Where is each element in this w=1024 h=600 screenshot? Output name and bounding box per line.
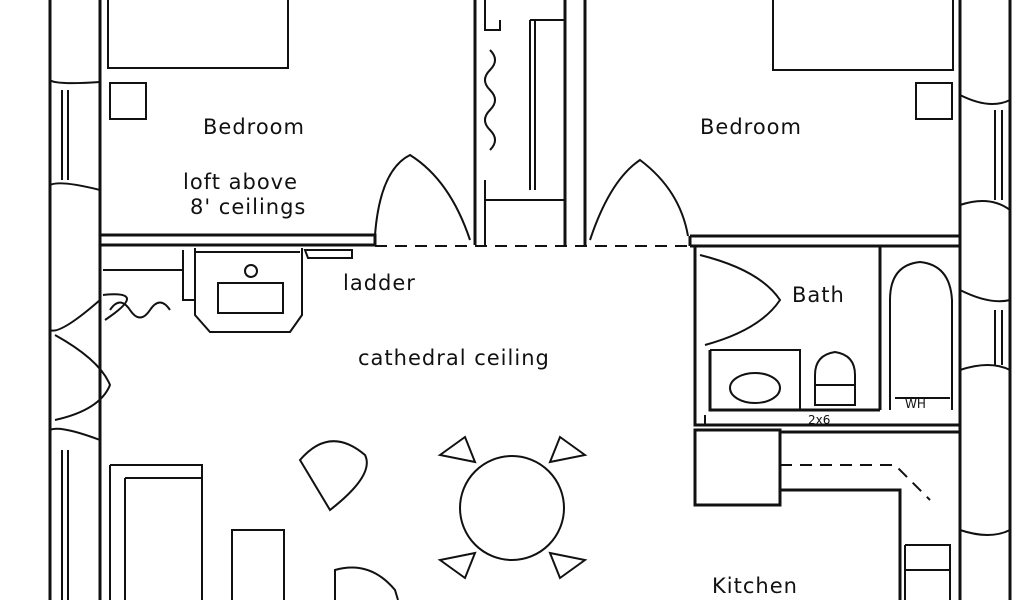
right-exterior-wall: [960, 0, 1010, 600]
bathroom: [695, 246, 960, 425]
door-swing-bath: [700, 255, 780, 345]
label-bedroom-left: Bedroom: [203, 115, 305, 139]
label-cathedral-ceiling: cathedral ceiling: [358, 346, 550, 370]
door-swing-right-bedroom: [590, 160, 688, 240]
door-swing-left-bedroom: [375, 155, 470, 240]
label-water-heater: WH: [905, 397, 926, 411]
bed-left: [108, 0, 288, 68]
label-kitchen: Kitchen: [712, 574, 798, 598]
living-furniture: [110, 437, 585, 600]
wood-stove: [103, 248, 352, 332]
label-bedroom-right: Bedroom: [700, 115, 802, 139]
bed-right: [773, 0, 953, 70]
label-bath: Bath: [792, 283, 845, 307]
label-ladder: ladder: [343, 271, 416, 295]
left-exterior-wall: [50, 0, 100, 600]
bedroom-wall: [100, 235, 960, 246]
label-loft: loft above: [183, 170, 298, 194]
label-2x6: 2x6: [808, 413, 830, 427]
nightstand-right: [916, 83, 952, 119]
label-ceilings: 8' ceilings: [190, 195, 306, 219]
door-swing-entry: [55, 335, 110, 420]
kitchen-counters: [695, 430, 960, 600]
nightstand-left: [110, 83, 146, 119]
closet: [475, 0, 585, 245]
